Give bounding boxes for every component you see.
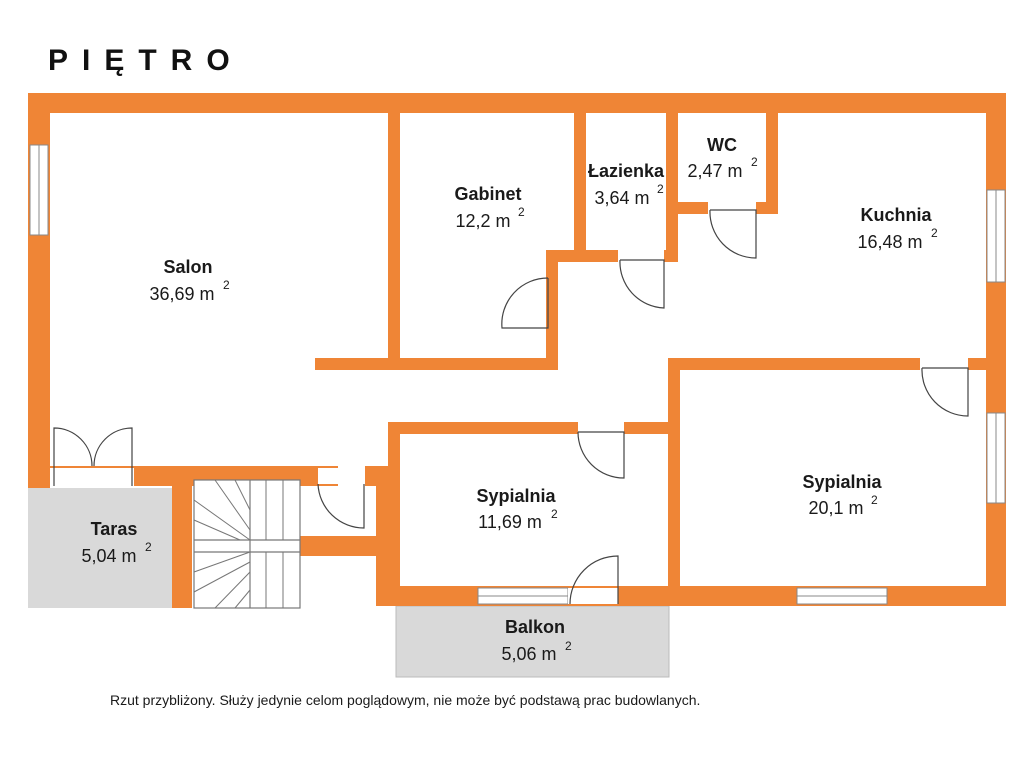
room-lazienka-area: 3,64 m (594, 188, 649, 208)
disclaimer-footnote: Rzut przybliżony. Służy jedynie celom po… (110, 692, 700, 708)
room-sypialnia-2-sup: 2 (871, 493, 878, 507)
room-taras-sup: 2 (145, 540, 152, 554)
room-kuchnia: Kuchnia 16,48 m 2 (857, 205, 938, 252)
room-sypialnia-2-name: Sypialnia (802, 472, 882, 492)
room-kuchnia-name: Kuchnia (860, 205, 932, 225)
balkon-area (395, 605, 670, 678)
room-wc-sup: 2 (751, 155, 758, 169)
room-lazienka-sup: 2 (657, 182, 664, 196)
room-taras: Taras 5,04 m 2 (81, 519, 152, 566)
room-balkon-area: 5,06 m (501, 644, 556, 664)
windows (29, 144, 1006, 605)
room-balkon-sup: 2 (565, 639, 572, 653)
room-sypialnia-1-name: Sypialnia (476, 486, 556, 506)
room-wc-area: 2,47 m (687, 161, 742, 181)
room-sypialnia-2: Sypialnia 20,1 m 2 (802, 472, 882, 518)
room-sypialnia-1: Sypialnia 11,69 m 2 (476, 486, 558, 532)
room-sypialnia-2-area: 20,1 m (808, 498, 863, 518)
room-salon-sup: 2 (223, 278, 230, 292)
room-wc: WC 2,47 m 2 (687, 135, 758, 181)
room-taras-area: 5,04 m (81, 546, 136, 566)
room-wc-name: WC (707, 135, 737, 155)
room-sypialnia-1-sup: 2 (551, 507, 558, 521)
room-taras-name: Taras (91, 519, 138, 539)
room-gabinet-sup: 2 (518, 205, 525, 219)
room-salon-area: 36,69 m (149, 284, 214, 304)
staircase (193, 479, 301, 609)
doors (50, 209, 969, 605)
room-balkon-name: Balkon (505, 617, 565, 637)
room-lazienka-name: Łazienka (588, 161, 665, 181)
plan-title: PIĘTRO (48, 44, 244, 77)
room-gabinet: Gabinet 12,2 m 2 (454, 184, 525, 231)
room-sypialnia-1-area: 11,69 m (478, 512, 542, 532)
room-gabinet-name: Gabinet (454, 184, 521, 204)
room-salon-name: Salon (163, 257, 212, 277)
room-kuchnia-area: 16,48 m (857, 232, 922, 252)
room-balkon: Balkon 5,06 m 2 (501, 617, 572, 664)
room-kuchnia-sup: 2 (931, 226, 938, 240)
taras-area (28, 488, 176, 608)
room-gabinet-area: 12,2 m (455, 211, 510, 231)
room-lazienka: Łazienka 3,64 m 2 (588, 161, 665, 208)
room-salon: Salon 36,69 m 2 (149, 257, 230, 304)
